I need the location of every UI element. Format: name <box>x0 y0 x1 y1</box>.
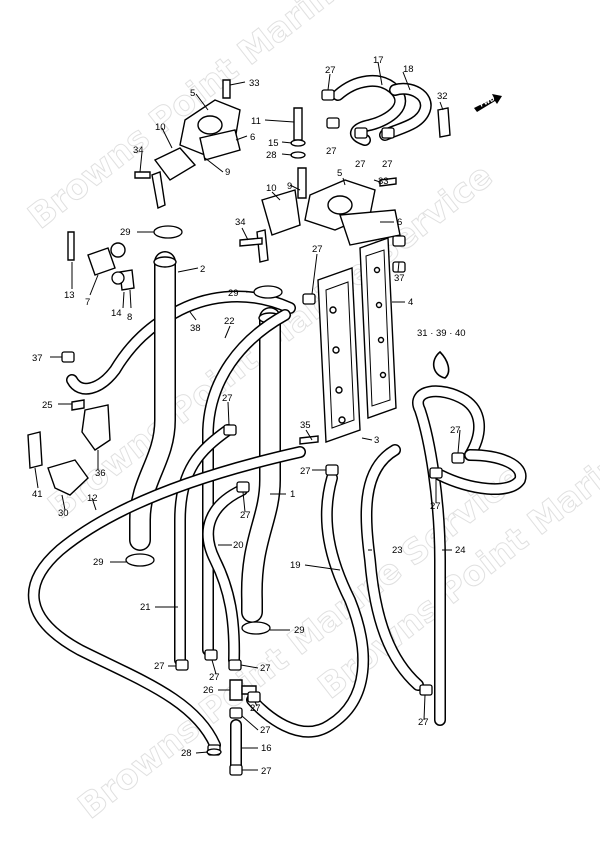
label-9b: 9 <box>287 181 292 192</box>
label-8: 8 <box>127 312 132 323</box>
clamps-29 <box>125 225 283 635</box>
hose-20 <box>202 484 248 666</box>
label-28b: 28 <box>181 748 192 759</box>
hose-12 <box>27 446 306 751</box>
label-18: 18 <box>403 64 414 75</box>
label-22: 22 <box>224 316 235 327</box>
label-2: 2 <box>200 264 205 275</box>
label-20: 20 <box>233 540 244 551</box>
label-27-top3: 27 <box>355 159 366 170</box>
hose-24 <box>412 385 527 726</box>
leader-lines <box>34 61 461 771</box>
label-16: 16 <box>261 743 272 754</box>
label-35: 35 <box>300 420 311 431</box>
label-13: 13 <box>64 290 75 301</box>
label-27-bot6: 27 <box>418 717 429 728</box>
label-27-bot4: 27 <box>250 703 261 714</box>
label-33b: 33 <box>378 176 389 187</box>
label-38: 38 <box>190 323 201 334</box>
label-34b: 34 <box>235 217 246 228</box>
label-15: 15 <box>268 138 279 149</box>
hose-21 <box>174 424 234 666</box>
label-27-mid6: 27 <box>430 501 441 512</box>
label-27-top4: 27 <box>382 159 393 170</box>
label-19: 19 <box>290 560 301 571</box>
label-27-bot3: 27 <box>209 672 220 683</box>
gasket-4 <box>359 237 397 419</box>
label-27-mid3: 27 <box>450 425 461 436</box>
label-27-top2: 27 <box>326 146 337 157</box>
bolts <box>67 79 397 445</box>
label-37a: 37 <box>394 273 405 284</box>
cover-plate-3 <box>317 267 361 443</box>
bracket-41 <box>27 431 43 469</box>
label-9a: 9 <box>225 167 230 178</box>
label-29d: 29 <box>294 625 305 636</box>
label-1: 1 <box>290 489 295 500</box>
label-11: 11 <box>251 116 261 127</box>
label-29b: 29 <box>228 288 239 299</box>
clip-32 <box>437 107 451 138</box>
label-27-mid2: 27 <box>222 393 233 404</box>
hose-2 <box>129 251 177 551</box>
label-17: 17 <box>373 55 384 66</box>
label-28a: 28 <box>266 150 277 161</box>
hose-19 <box>246 472 370 738</box>
label-27-mid1: 27 <box>312 244 323 255</box>
label-6a: 6 <box>250 132 255 143</box>
label-3: 3 <box>374 435 379 446</box>
label-31: 31 · 39 · 40 <box>417 328 466 339</box>
label-5b: 5 <box>337 168 342 179</box>
bracket-36 <box>81 404 111 451</box>
sensor-7 <box>87 242 135 291</box>
clip-31 <box>432 350 450 379</box>
label-27-top1: 27 <box>325 65 336 76</box>
thermostat-housing-upper <box>151 99 241 209</box>
label-30: 30 <box>58 508 69 519</box>
label-34a: 34 <box>133 145 144 156</box>
fwd-arrow-icon: FWD <box>474 94 502 112</box>
label-27-bot5: 27 <box>260 725 271 736</box>
label-24: 24 <box>455 545 466 556</box>
label-29c: 29 <box>93 557 104 568</box>
label-10a: 10 <box>155 122 166 133</box>
label-37b: 37 <box>32 353 43 364</box>
label-36: 36 <box>95 468 106 479</box>
label-26: 26 <box>203 685 214 696</box>
fwd-label: FWD <box>479 96 496 109</box>
label-27-bot1: 27 <box>154 661 165 672</box>
label-21: 21 <box>140 602 151 613</box>
label-14: 14 <box>111 308 122 319</box>
label-25: 25 <box>42 400 53 411</box>
hose-23 <box>360 444 424 691</box>
label-7: 7 <box>85 297 90 308</box>
label-4: 4 <box>408 297 413 308</box>
hose-22 <box>202 309 291 656</box>
label-32: 32 <box>437 91 448 102</box>
label-27-bot7: 27 <box>261 766 272 777</box>
thermostat-housing-lower <box>256 167 401 263</box>
bracket-30 <box>47 459 89 496</box>
label-27-mid5: 27 <box>240 510 251 521</box>
label-5a: 5 <box>190 88 195 99</box>
part-labels: 33 5 10 6 34 9 17 18 27 32 11 27 27 27 1… <box>32 55 466 777</box>
label-10b: 10 <box>266 183 277 194</box>
label-27-bot2: 27 <box>260 663 271 674</box>
label-27-mid4: 27 <box>300 466 311 477</box>
label-23: 23 <box>392 545 403 556</box>
label-33a: 33 <box>249 78 260 89</box>
label-29a: 29 <box>120 227 131 238</box>
label-6b: 6 <box>397 217 402 228</box>
label-12: 12 <box>87 493 98 504</box>
hose-38 <box>66 290 296 395</box>
label-41: 41 <box>32 489 43 500</box>
